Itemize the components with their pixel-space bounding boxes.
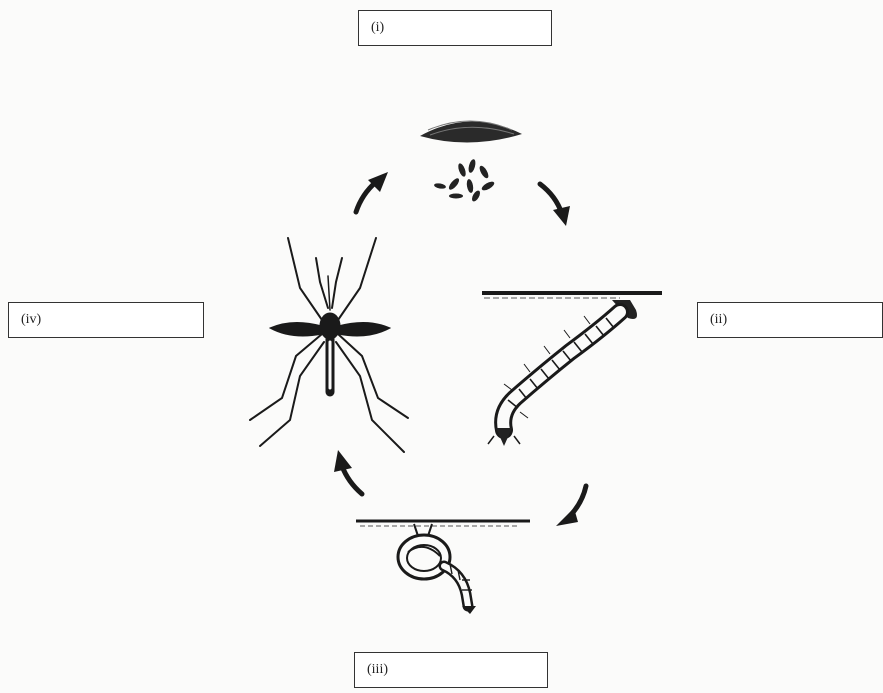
egg-raft-icon <box>420 121 522 203</box>
cycle-arrow-icon <box>334 172 586 526</box>
pupa-icon <box>356 521 530 614</box>
larva-icon <box>482 293 662 446</box>
adult-mosquito-icon <box>250 238 408 452</box>
